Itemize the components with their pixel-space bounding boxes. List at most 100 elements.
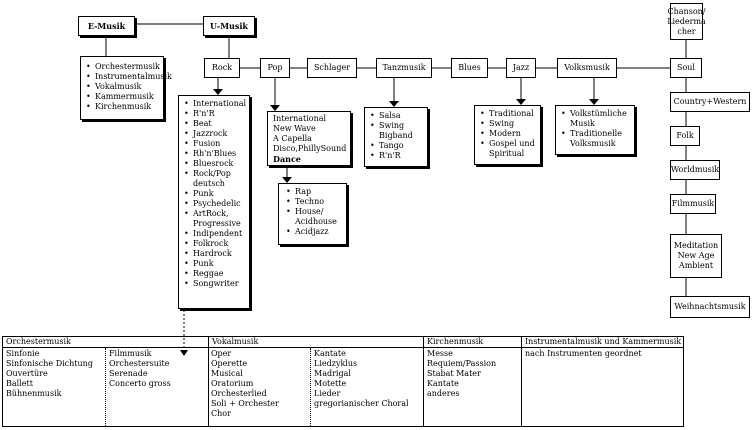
table-cell: Orchestersuite	[109, 359, 170, 368]
table-cell: Oratorium	[211, 379, 254, 388]
table-header-orchester: Orchestermusik	[6, 337, 71, 346]
genre-tanzmusik: Tanzmusik	[376, 58, 432, 78]
genre-jazz-label: Jazz	[512, 63, 530, 72]
tanzmusik-item: Tango	[370, 141, 425, 151]
table-cell: Madrigal	[314, 369, 351, 378]
dance-item: House/ Acidhouse	[286, 207, 344, 227]
jazz-item: Modern	[480, 129, 538, 139]
genre-blues: Blues	[451, 58, 488, 78]
table-cell: Orchesterlied	[211, 389, 267, 398]
chanson-label: Chanson/ Liederma cher	[667, 6, 706, 36]
e-musik-item: Orchestermusik	[86, 62, 161, 72]
worldmusik-label: Worldmusik	[670, 165, 720, 174]
rock-item: Psychedelic	[184, 199, 247, 209]
weihnachtsmusik-box: Weihnachtsmusik	[670, 296, 750, 318]
pop-item: New Wave	[273, 124, 316, 133]
table-col-divider	[208, 336, 209, 427]
folk-label: Folk	[676, 131, 694, 140]
jazz-item: Traditional	[480, 109, 538, 119]
rock-item: Punk	[184, 189, 247, 199]
table-cell: Stabat Mater	[427, 369, 481, 378]
rock-item: Fusion	[184, 139, 247, 149]
jazz-item: Swing	[480, 119, 538, 129]
table-cell: gregorianischer Choral	[314, 399, 409, 408]
table-frame	[2, 336, 684, 427]
rock-item: Rh'n'Blues	[184, 149, 247, 159]
table-cell: Oper	[211, 349, 232, 358]
genre-volksmusik-label: Volksmusik	[564, 63, 610, 72]
e-musik-list-box: OrchestermusikInstrumentalmusikVokalmusi…	[80, 56, 172, 120]
genre-pop-label: Pop	[267, 63, 283, 72]
table-cell: Sinfonie	[6, 349, 40, 358]
filmmusik-box: Filmmusik	[670, 194, 716, 214]
table-subcol-divider	[105, 348, 106, 426]
rock-list: InternationalR'n'RBeatJazzrockFusionRh'n…	[181, 99, 247, 289]
pop-item: International	[273, 114, 327, 123]
rock-item: Hardrock	[184, 249, 247, 259]
rock-item: R'n'R	[184, 109, 247, 119]
genre-rock: Rock	[204, 58, 240, 78]
genre-volksmusik: Volksmusik	[557, 58, 617, 78]
instrumental-col: nach Instrumenten geordnet	[525, 349, 642, 359]
tanzmusik-list-box: SalsaSwing BigbandTangoR'n'R	[364, 107, 428, 167]
dance-list-box: RapTechnoHouse/ AcidhouseAcidjazz	[278, 183, 347, 245]
table-cell: Filmmusik	[109, 349, 152, 358]
country-western-box: Country+Western	[670, 92, 750, 112]
table-cell: Requiem/Passion	[427, 359, 497, 368]
dance-item: Techno	[286, 197, 344, 207]
table-header-kirchen: Kirchenmusik	[427, 337, 484, 346]
table-cell: Ballett	[6, 379, 33, 388]
volksmusik-item: Traditionelle Volksmusik	[561, 129, 632, 149]
tanzmusik-item: Salsa	[370, 111, 425, 121]
u-musik-label: U-Musik	[210, 21, 248, 31]
rock-item: Jazzrock	[184, 129, 247, 139]
table-cell: Musical	[211, 369, 243, 378]
genre-tanzmusik-label: Tanzmusik	[382, 63, 426, 72]
rock-item: Indipendent	[184, 229, 247, 239]
rock-item: Songwriter	[184, 279, 247, 289]
e-musik-item: Kammermusik	[86, 92, 161, 102]
rock-list-box: InternationalR'n'RBeatJazzrockFusionRh'n…	[178, 95, 250, 309]
table-cell: anderes	[427, 389, 460, 398]
dance-item: Rap	[286, 187, 344, 197]
rock-item: International	[184, 99, 247, 109]
filmmusik-label: Filmmusik	[671, 199, 715, 208]
table-cell: Serenade	[109, 369, 148, 378]
table-cell: Soli + Orchester	[211, 399, 279, 408]
table-cell: Lieder	[314, 389, 341, 398]
e-musik-list: OrchestermusikInstrumentalmusikVokalmusi…	[83, 62, 172, 112]
jazz-item: Gospel und Spiritual	[480, 139, 538, 159]
tanzmusik-list: SalsaSwing BigbandTangoR'n'R	[367, 111, 425, 161]
u-musik-box: U-Musik	[203, 16, 255, 36]
table-cell: Operette	[211, 359, 248, 368]
table-cell: Ouvertüre	[6, 369, 48, 378]
rock-item: Punk	[184, 259, 247, 269]
table-cell: nach Instrumenten geordnet	[525, 349, 642, 358]
genre-rock-label: Rock	[211, 63, 233, 72]
table-cell: Kantate	[427, 379, 459, 388]
table-cell: Messe	[427, 349, 453, 358]
table-cell: Concerto gross	[109, 379, 171, 388]
e-musik-item: Vokalmusik	[86, 82, 161, 92]
meditation-item: Meditation	[673, 241, 719, 250]
table-header-vokal: Vokalmusik	[212, 337, 259, 346]
volksmusik-list-box: Volkstümliche MusikTraditionelle Volksmu…	[555, 105, 635, 155]
tanzmusik-item: R'n'R	[370, 151, 425, 161]
volksmusik-item: Volkstümliche Musik	[561, 109, 632, 129]
rock-item: Reggae	[184, 269, 247, 279]
e-musik-label: E-Musik	[87, 21, 126, 31]
table-header-instrumental: Instrumentalmusik und Kammermusik	[525, 337, 682, 346]
e-musik-box: E-Musik	[78, 16, 135, 36]
pop-item: A Capella	[273, 134, 312, 143]
worldmusik-box: Worldmusik	[670, 160, 720, 180]
e-musik-item: Kirchenmusik	[86, 102, 161, 112]
genre-soul-label: Soul	[676, 63, 695, 72]
